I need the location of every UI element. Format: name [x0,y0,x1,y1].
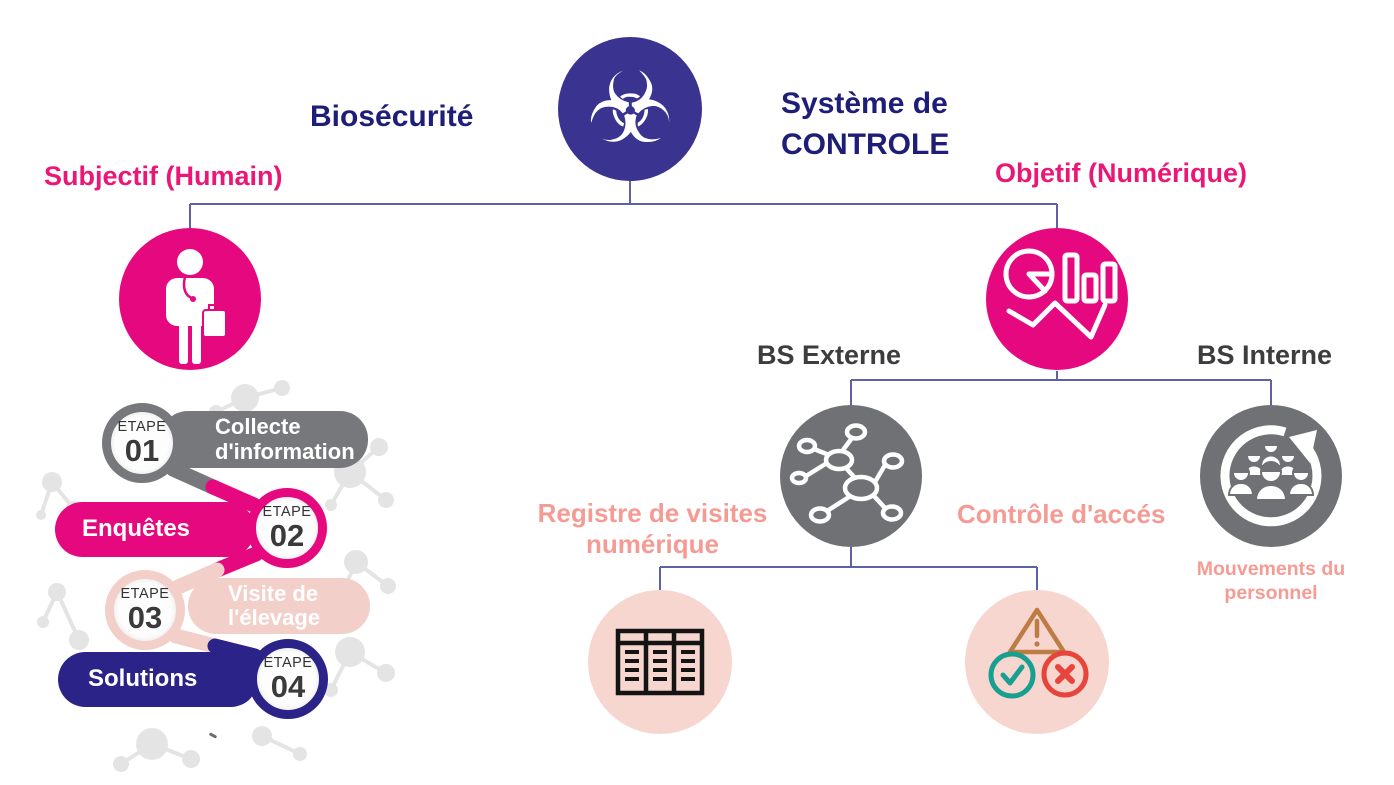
step1-circle: ETAPE 01 [102,403,182,483]
biohazard-node: ☣ [558,37,702,181]
step2-number: 02 [269,517,305,553]
biohazard-icon: ☣ [586,52,674,166]
doctor-icon [166,249,227,364]
step4-pill: Solutions [58,652,258,707]
step1-label-line1: Collecte [215,414,301,440]
step2-tag: ETAPE [262,504,312,521]
objective-branch-label: Objetif (Numérique) [995,158,1248,188]
network-icon [789,423,905,524]
bs-interne-node [1200,405,1342,547]
visit-registry-node [588,590,732,734]
registry-label-line2: numérique [586,528,719,559]
numeric-objective-node [986,228,1128,370]
access-decision-icon [988,607,1089,699]
step1-pill: Collecte d'information [160,411,368,468]
analytics-charts-icon [1003,248,1118,340]
bs-externe-label: BS Externe [757,340,902,370]
personnel-movement-line1: Mouvements du [1196,558,1346,580]
step4-label-line1: Solutions [88,665,198,693]
step2-label-line1: Enquêtes [82,515,191,543]
registry-label-line1: Registre de visites [537,498,768,528]
step2-pill: Enquêtes [55,502,255,557]
step3-tag: ETAPE [120,586,170,603]
step-connector-tails [165,461,264,664]
system-control-line2: CONTROLE [781,127,950,161]
step3-label-line1: Visite de [228,580,319,606]
step4-number: 04 [270,668,306,704]
subjective-branch-label: Subjectif (Humain) [44,161,283,191]
step2-circle: ETAPE 02 [247,488,327,568]
warning-triangle-icon [1007,607,1067,655]
system-control-label: Système de CONTROLE [781,84,949,165]
bs-externe-node [780,405,922,547]
step3-label-line2: l'élevage [228,605,321,630]
personnel-movement-label: Mouvements du personnel [1191,557,1351,606]
biosecurity-label: Biosécurité [310,100,474,133]
personnel-movement-line2: personnel [1224,582,1318,605]
step1-label-line2: d'information [215,438,355,464]
check-circle-icon [988,651,1036,699]
access-control-node [965,590,1109,734]
step4-circle: ETAPE 04 [248,639,328,719]
bs-interne-label: BS Interne [1197,340,1333,370]
step1-number: 01 [124,432,160,468]
system-control-line1: Système de [781,87,948,120]
step1-tag: ETAPE [117,419,167,436]
step3-pill: Visite de l'élevage [188,578,370,634]
register-table-icon [615,628,705,696]
step4-tag: ETAPE [263,655,313,672]
cross-circle-icon [1041,650,1089,698]
personnel-rotation-icon [1220,425,1322,527]
registry-label: Registre de visites numérique [535,498,770,559]
step3-number: 03 [127,599,163,635]
human-subjective-node [119,228,261,370]
step3-circle: ETAPE 03 [105,570,185,650]
access-control-label: Contrôle d'accés [957,499,1166,529]
